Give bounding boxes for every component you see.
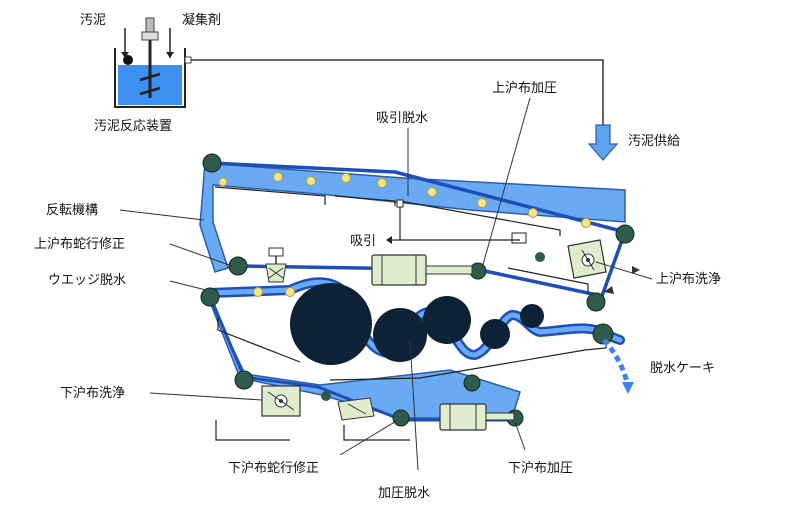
supply-outlet-nozzle (184, 56, 192, 64)
label-press-dewater: 加圧脱水 (378, 486, 430, 501)
roller-wedge (200, 287, 220, 307)
supply-pipe (191, 59, 604, 125)
reactor-motor-base (141, 31, 159, 41)
leader-lines (119, 97, 653, 471)
press-roller-4 (480, 319, 510, 349)
roller-top-left (202, 153, 222, 173)
label-suction-dewater: 吸引脱水 (376, 111, 428, 126)
sludge-reactor (114, 17, 186, 108)
lower-tracking-device (337, 397, 410, 441)
lower-pressure-cylinder (439, 403, 515, 431)
label-coagulant: 凝集剤 (182, 12, 221, 28)
upper-tray (507, 267, 589, 294)
sludge-dots (218, 172, 591, 297)
label-upper-pressure: 上沪布加圧 (492, 80, 557, 96)
label-lower-pressure: 下沪布加圧 (508, 460, 573, 476)
roller-discharge (592, 323, 614, 345)
upper-tracking-device (265, 247, 287, 283)
reactor-blade-2 (139, 86, 161, 96)
small-rollers (200, 153, 635, 427)
sludge-inlet-arrow-icon (121, 52, 129, 58)
press-roller-1 (290, 283, 372, 365)
suction-arrow-icon (386, 236, 392, 244)
reactor-tank (114, 48, 186, 108)
lower-filter-cloth (208, 295, 510, 422)
label-lower-tracking: 下沪布蛇行修正 (228, 460, 319, 476)
label-reversing: 反転機構 (46, 203, 98, 218)
supply-arrow-icon (587, 124, 619, 161)
upper-pressure-cylinder (371, 254, 473, 286)
label-suction: 吸引 (350, 234, 376, 249)
reactor-motor (145, 17, 155, 33)
label-wedge: ウエッジ脱水 (48, 273, 126, 288)
roller-top-right (615, 224, 635, 244)
press-roller-3 (423, 296, 471, 344)
label-supply: 汚泥供給 (628, 134, 680, 149)
press-roller-2 (373, 308, 427, 362)
roller-lower-guide (321, 391, 331, 401)
wedge-tray (217, 318, 301, 363)
cake-discharge (602, 338, 631, 387)
label-upper-tracking: 上沪布蛇行修正 (34, 236, 125, 252)
roller-upper-return (586, 292, 606, 312)
reactor-blade-1 (139, 72, 161, 82)
label-sludge: 汚泥 (80, 13, 106, 28)
suction-boxes (214, 186, 561, 244)
label-lower-wash: 下沪布洗浄 (60, 385, 125, 401)
label-cake: 脱水ケーキ (650, 361, 715, 376)
upper-wash-unit (567, 239, 640, 294)
upper-frame-panel (199, 162, 626, 273)
coagulant-inlet-arrow-icon (166, 52, 174, 58)
roller-upper-guide (535, 252, 545, 262)
roller-upper-tracking (228, 256, 248, 276)
roller-lower-tracking (392, 409, 410, 427)
press-roller-5 (520, 304, 544, 328)
label-upper-wash: 上沪布洗浄 (656, 271, 721, 287)
label-reactor: 汚泥反応装置 (94, 119, 172, 134)
roller-lower-left (234, 370, 254, 390)
cake-arrow-icon (622, 382, 634, 394)
roller-lower-mid (463, 374, 481, 392)
lower-wash-unit (215, 385, 301, 441)
